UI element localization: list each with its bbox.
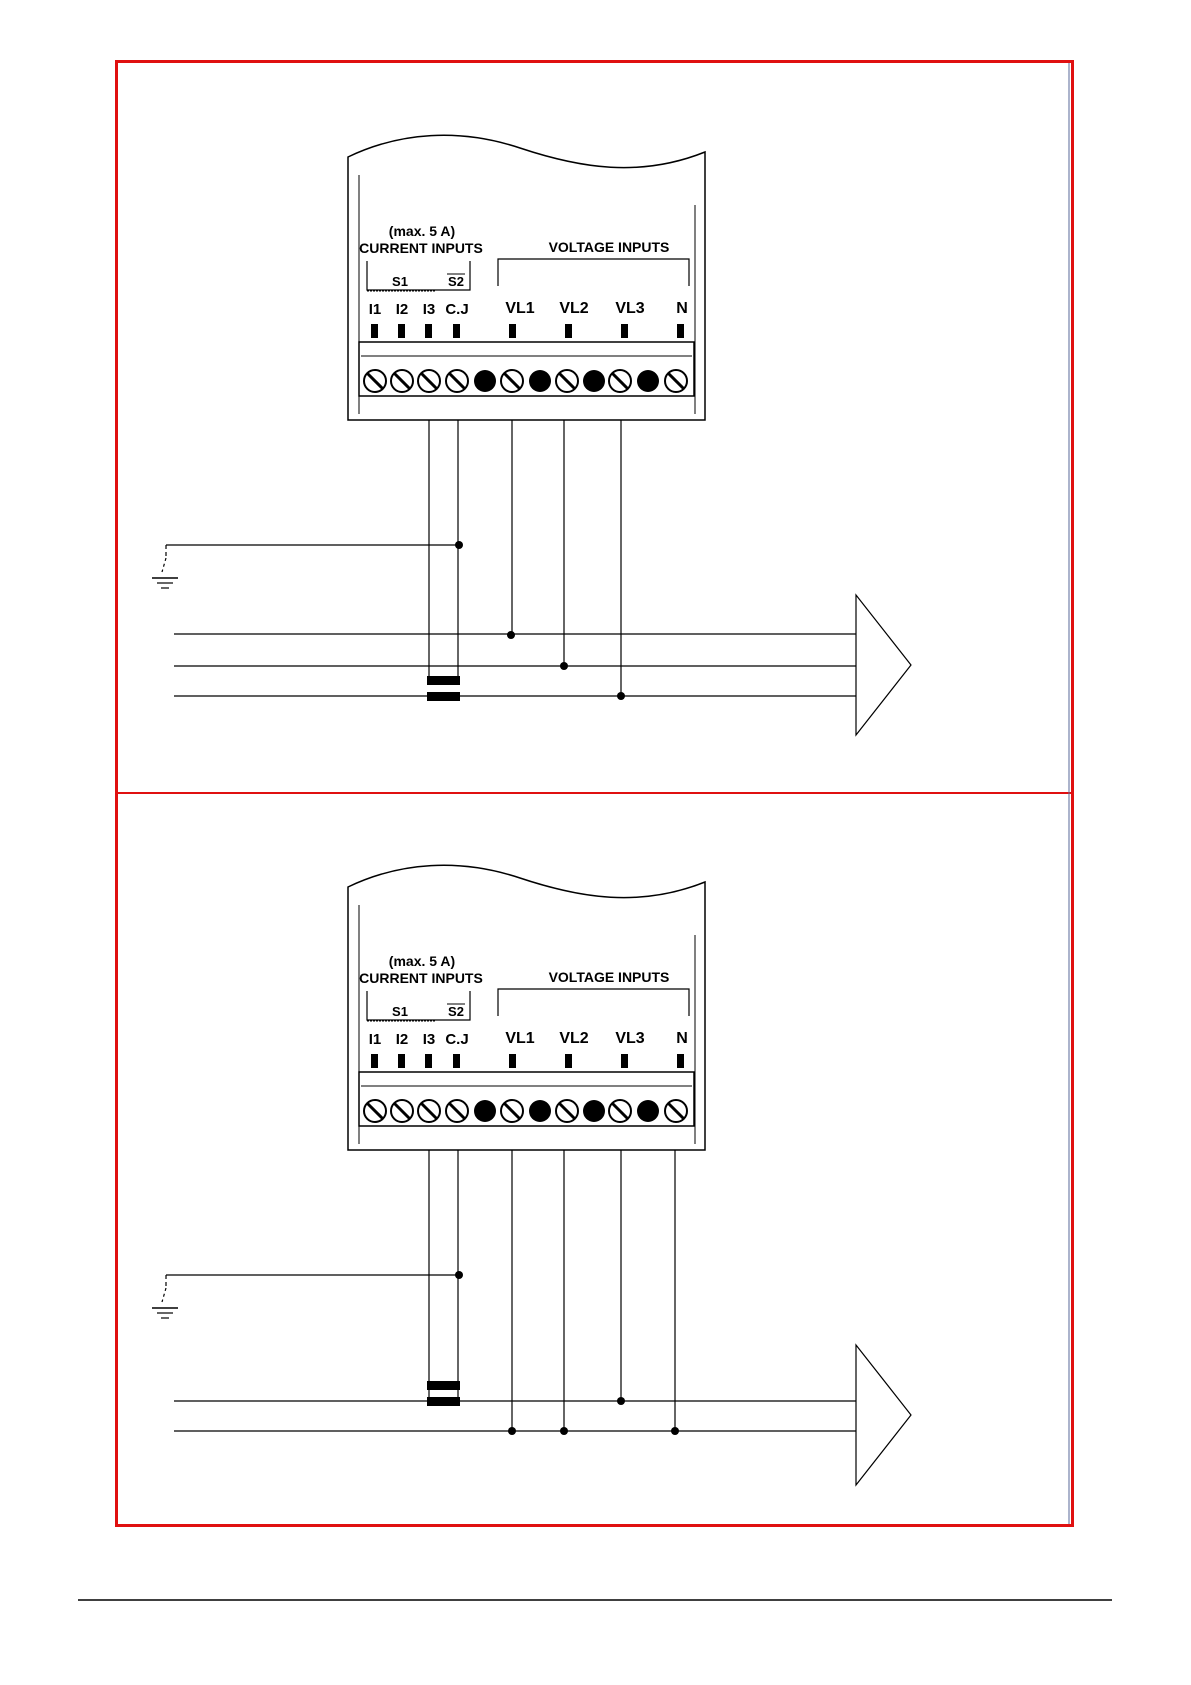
blank-terminal-icon [637,370,659,392]
diagram-2: (max. 5 A) CURRENT INPUTS VOLTAGE INPUTS… [152,865,911,1485]
terminal-label-cj: C.J [445,1031,468,1048]
blank-terminal-icon [583,1100,605,1122]
screw-terminal-icon [391,1100,413,1122]
screw-terminal-icon [556,1100,578,1122]
terminal-label-i1: I1 [369,301,382,318]
screw-terminal-icon [609,370,631,392]
s2-label: S2 [448,1004,464,1019]
screw-terminal-icon [665,370,687,392]
screw-terminal-icon [501,1100,523,1122]
wiring [166,1150,856,1431]
terminal-label-n: N [676,1030,688,1047]
ground-icon [152,1275,178,1318]
blank-terminal-icon [474,370,496,392]
terminal-label-n: N [676,300,688,317]
screw-terminal-icon [556,370,578,392]
terminal-label-i1: I1 [369,1031,382,1048]
screw-terminal-icon [446,370,468,392]
terminal-label-vl1: VL1 [505,1030,534,1047]
terminal-label-vl2: VL2 [559,1030,588,1047]
terminal-label-vl3: VL3 [615,300,644,317]
terminal-label-vl2: VL2 [559,300,588,317]
terminal-label-vl1: VL1 [505,300,534,317]
load-arrow-icon [856,595,911,735]
terminal-label-i2: I2 [396,301,409,318]
load-arrow-icon [856,1345,911,1485]
blank-terminal-icon [474,1100,496,1122]
s2-label: S2 [448,274,464,289]
s1-label: S1 [392,1004,408,1019]
wiring [166,420,856,696]
screw-terminal-icon [665,1100,687,1122]
junction-dots [455,1271,679,1435]
screw-terminal-icon [364,370,386,392]
voltage-inputs-label: VOLTAGE INPUTS [549,239,670,255]
diagram-1: (max. 5 A) CURRENT INPUTS VOLTAGE INPUTS… [152,135,911,735]
screw-terminal-icon [446,1100,468,1122]
terminal-label-cj: C.J [445,301,468,318]
blank-terminal-icon [529,370,551,392]
s1-label: S1 [392,274,408,289]
blank-terminal-icon [529,1100,551,1122]
current-transformer-icon [427,676,460,701]
screw-terminal-icon [391,370,413,392]
screw-terminal-icon [418,370,440,392]
screw-terminal-icon [364,1100,386,1122]
terminal-label-i3: I3 [423,1031,436,1048]
screw-terminal-icon [501,370,523,392]
voltage-inputs-label: VOLTAGE INPUTS [549,969,670,985]
max-current-label: (max. 5 A) [389,223,455,239]
blank-terminal-icon [583,370,605,392]
terminal-label-i2: I2 [396,1031,409,1048]
screw-terminal-icon [418,1100,440,1122]
current-transformer-icon [427,1381,460,1406]
terminal-label-i3: I3 [423,301,436,318]
blank-terminal-icon [637,1100,659,1122]
current-inputs-label: CURRENT INPUTS [359,970,483,986]
junction-dots [455,541,625,700]
ground-icon [152,545,178,588]
screw-terminal-icon [609,1100,631,1122]
max-current-label: (max. 5 A) [389,953,455,969]
terminal-label-vl3: VL3 [615,1030,644,1047]
current-inputs-label: CURRENT INPUTS [359,240,483,256]
